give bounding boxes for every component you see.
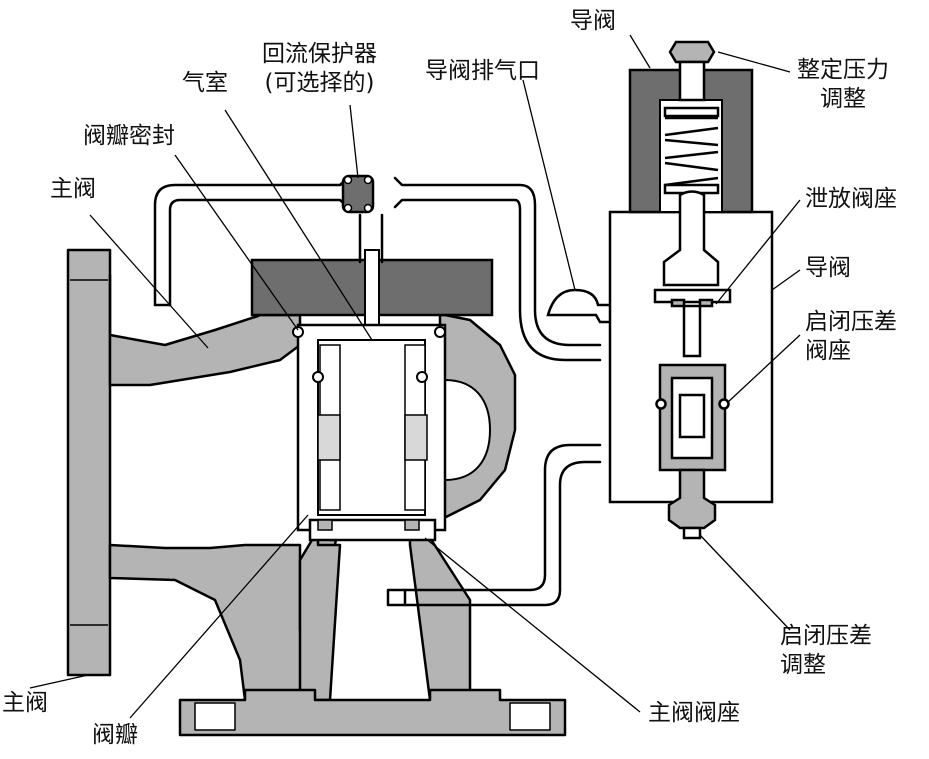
label-blowdown-adj-line1: 启闭压差 xyxy=(780,623,872,649)
pilot-spring xyxy=(663,106,720,195)
label-disc: 阀瓣 xyxy=(92,722,138,748)
label-pilot-valve-top: 导阀 xyxy=(570,8,616,34)
main-valve-body xyxy=(66,248,567,737)
label-disc-seal: 阀瓣密封 xyxy=(83,123,175,149)
body-lower-wall xyxy=(108,543,317,702)
inlet-flange xyxy=(66,248,112,677)
label-pilot-valve-side: 导阀 xyxy=(805,255,851,281)
label-backflow-preventer: 回流保护器 (可选择的) xyxy=(262,40,377,98)
outlet-flange xyxy=(178,688,567,737)
label-set-pressure-line1: 整定压力 xyxy=(797,57,889,83)
label-main-valve-lower: 主阀 xyxy=(2,690,48,716)
nozzle-body xyxy=(298,528,342,702)
set-pressure-screw xyxy=(668,40,716,64)
label-gas-chamber: 气室 xyxy=(182,70,228,96)
pilot-valve xyxy=(608,40,774,540)
blowdown-adjuster xyxy=(667,468,717,530)
label-blowdown-seat: 泄放阀座 xyxy=(805,186,897,212)
label-blowdown-seat-line2: 阀座 xyxy=(805,337,851,364)
label-blowdown-diff-seat: 启闭压差 阀座 xyxy=(805,308,897,366)
leader-lines xyxy=(29,34,801,719)
label-blowdown-diff-adjustment: 启闭压差 调整 xyxy=(780,622,872,680)
label-set-pressure-adjustment: 整定压力 调整 xyxy=(797,56,889,114)
main-disc xyxy=(296,323,447,542)
label-backflow-line1: 回流保护器 xyxy=(262,41,377,67)
label-backflow-line2: (可选择的) xyxy=(264,69,375,96)
label-blowdown-seat-line1: 启闭压差 xyxy=(805,309,897,335)
pilot-tubing xyxy=(153,176,602,607)
label-main-valve-upper: 主阀 xyxy=(50,176,96,202)
label-set-pressure-line2: 调整 xyxy=(820,85,866,112)
nozzle-right xyxy=(408,528,472,702)
disc-seal-rings xyxy=(292,326,446,383)
pilot-exhaust-port xyxy=(546,288,614,324)
backflow-preventer xyxy=(341,174,375,214)
label-pilot-exhaust: 导阀排气口 xyxy=(425,58,540,84)
label-blowdown-adj-line2: 调整 xyxy=(780,651,826,678)
label-main-valve-seat: 主阀阀座 xyxy=(648,700,740,726)
